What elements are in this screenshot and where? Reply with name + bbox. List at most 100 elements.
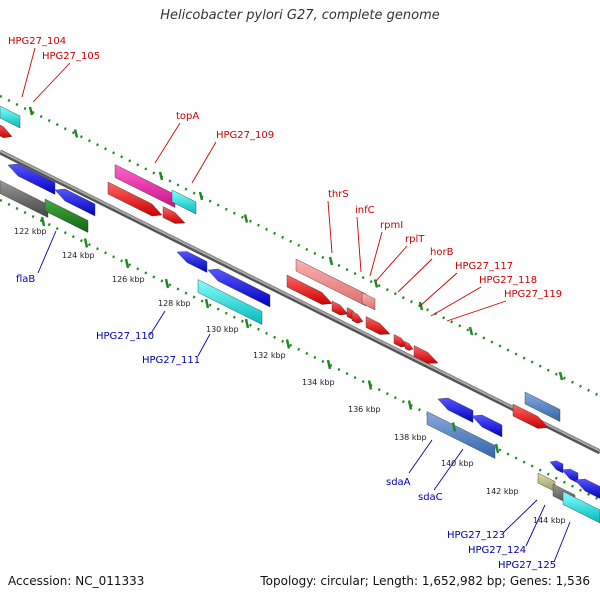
reverse-gene-label: HPG27_111 (142, 355, 200, 366)
reverse-gene-label: HPG27_125 (498, 560, 556, 571)
reverse-gene-label: flaB (16, 274, 35, 285)
scale-tick-mark (285, 339, 291, 349)
forward-label-leader (356, 216, 362, 273)
reverse-label-leader (149, 310, 166, 336)
reverse-label-leader (503, 499, 538, 533)
gene-feature (361, 292, 376, 311)
gene-feature (549, 460, 564, 474)
scale-tick-label: 128 kbp (158, 299, 191, 308)
forward-gene-label: HPG27_105 (42, 51, 100, 62)
genome-backbone (0, 149, 600, 455)
gene-feature (426, 411, 496, 459)
gene-feature (562, 491, 600, 524)
forward-gene-label: horB (430, 247, 454, 258)
scale-tick-mark (468, 326, 474, 336)
scale-tick-mark (158, 171, 164, 181)
gene-feature (114, 164, 176, 208)
forward-gene-label: rplT (405, 234, 425, 245)
forward-label-leader (327, 200, 333, 254)
gene-feature (393, 334, 409, 348)
scale-tick-mark (326, 359, 332, 370)
forward-gene-label: HPG27_118 (479, 275, 537, 286)
forward-gene-label: HPG27_104 (8, 36, 66, 47)
forward-label-leader (369, 231, 383, 277)
scale-tick-mark (83, 238, 89, 248)
accession-text: Accession: NC_011333 (8, 574, 145, 588)
scale-tick-mark (328, 256, 334, 266)
gene-feature (413, 345, 439, 364)
forward-gene-label: HPG27_119 (504, 289, 562, 300)
scale-tick-label: 140 kbp (441, 459, 474, 468)
gene-feature (0, 180, 49, 218)
scale-tick-mark (407, 400, 413, 410)
scale-tick-mark (28, 106, 34, 116)
scale-tick-mark (494, 443, 500, 454)
scale-tick-label: 130 kbp (206, 325, 239, 334)
gene-feature (471, 414, 503, 438)
scale-tick-label: 142 kbp (486, 487, 519, 496)
reverse-gene-label: sdaC (418, 492, 443, 503)
forward-gene-label: HPG27_109 (216, 130, 274, 141)
reverse-label-leader (197, 333, 211, 357)
forward-label-leader (21, 47, 36, 98)
gene-feature (512, 403, 549, 429)
gene-feature (286, 274, 333, 305)
scale-tick-mark (124, 258, 130, 269)
reverse-gene-label: HPG27_124 (468, 545, 526, 556)
gene-feature (365, 316, 391, 335)
reverse-gene-label: HPG27_123 (447, 530, 505, 541)
gene-feature (176, 251, 208, 273)
reverse-gene-label: sdaA (386, 477, 411, 488)
scale-tick-label: 144 kbp (533, 516, 566, 525)
scale-tick-mark (204, 298, 210, 309)
gene-feature (437, 397, 474, 423)
scale-tick-mark (243, 214, 249, 223)
lower-dotted-track (0, 198, 600, 502)
gene-feature (7, 163, 56, 195)
gene-feature (107, 181, 163, 217)
gene-feature (331, 300, 349, 316)
scale-tick-mark (373, 279, 379, 288)
gene-feature (54, 188, 96, 217)
reverse-gene-label: HPG27_110 (96, 331, 154, 342)
gene-feature (404, 341, 414, 351)
forward-gene-label: topA (176, 111, 199, 122)
scale-tick-mark (73, 129, 79, 138)
scale-tick-label: 138 kbp (394, 433, 427, 442)
forward-label-leader (430, 286, 482, 317)
gene-feature (0, 105, 21, 129)
gene-feature (537, 472, 556, 492)
forward-gene-label: infC (355, 205, 375, 216)
reverse-label-leader (525, 504, 546, 547)
reverse-label-leader (408, 439, 433, 474)
scale-tick-mark (244, 318, 250, 329)
forward-label-leader (375, 245, 408, 282)
gene-feature (524, 391, 561, 422)
scale-tick-label: 124 kbp (62, 251, 95, 260)
gene-features (0, 105, 600, 524)
forward-gene-label: rpmI (380, 220, 403, 231)
reverse-gene-labels: flaBHPG27_110HPG27_111sdaAsdaCHPG27_123H… (16, 230, 571, 571)
upper-dotted-track (0, 94, 600, 398)
scale-tick-mark (198, 191, 204, 201)
gene-feature (197, 279, 263, 325)
scale-tick-label: 134 kbp (302, 378, 335, 387)
forward-label-leader (419, 272, 458, 307)
forward-gene-label: thrS (328, 189, 349, 200)
gene-feature (171, 189, 197, 215)
scale-tick-mark (451, 422, 457, 432)
gene-feature (162, 206, 186, 224)
forward-label-leader (397, 258, 433, 293)
forward-label-leader (191, 141, 217, 184)
gene-feature (207, 268, 271, 308)
scale-tick-label: 136 kbp (348, 405, 381, 414)
scale-tick-label: 122 kbp (14, 227, 47, 236)
gene-feature (351, 311, 364, 324)
scale-tick-mark (367, 380, 373, 390)
scale-tick-mark (558, 371, 564, 381)
scale-tick-label: 126 kbp (112, 275, 145, 284)
forward-label-leader (446, 300, 507, 322)
gene-feature (295, 258, 367, 307)
